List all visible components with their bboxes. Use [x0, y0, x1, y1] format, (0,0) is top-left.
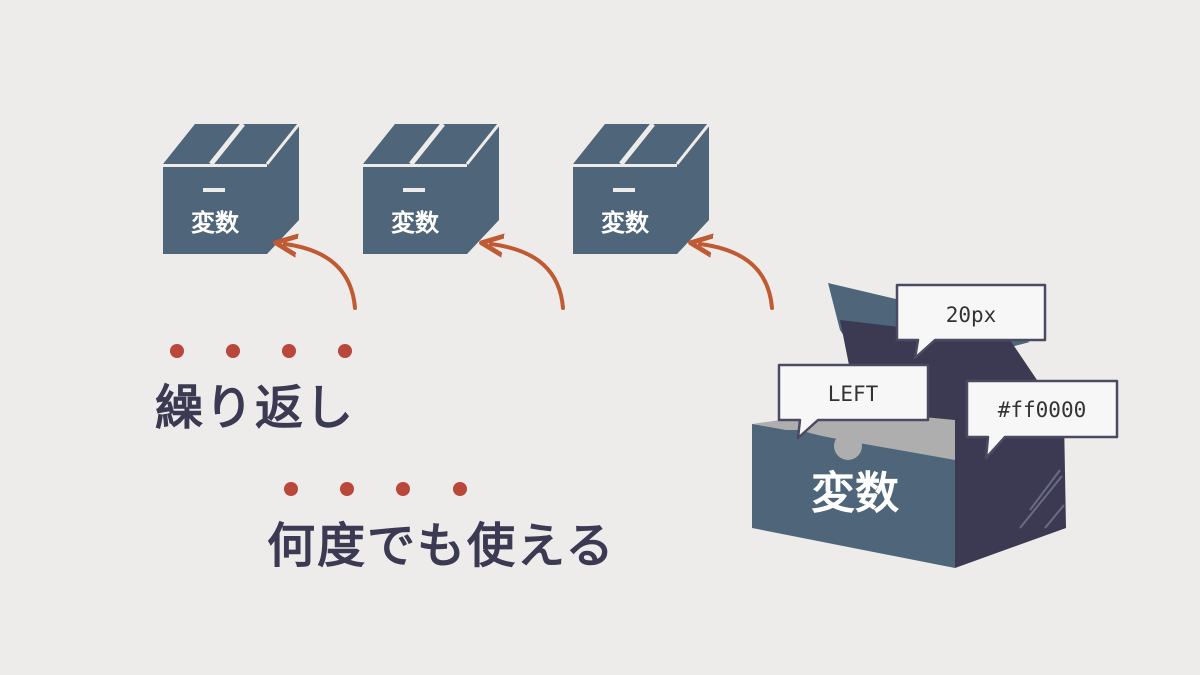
closed-box-2: 変数 — [363, 122, 501, 254]
closed-box-icon — [573, 122, 711, 254]
speech-tag-icon — [965, 379, 1119, 460]
box-label: 変数 — [191, 209, 240, 237]
speech-tag-color: #ff0000 — [965, 379, 1119, 460]
heading-repeat: 繰り返し — [155, 380, 356, 436]
box-label: 変数 — [601, 209, 650, 237]
curved-arrow-icon — [700, 244, 774, 310]
box-label: 変数 — [391, 209, 440, 237]
speech-tag-left: LEFT — [777, 363, 930, 440]
speech-tag-20px: 20px — [895, 283, 1047, 360]
open-box-label: 変数 — [811, 468, 899, 519]
speech-tag-icon — [777, 363, 930, 440]
emphasis-dots-repeat — [170, 344, 352, 358]
curved-arrow-icon — [491, 244, 565, 310]
curved-arrow-icon — [285, 244, 357, 310]
closed-box-icon — [363, 122, 501, 254]
tag-text: LEFT — [828, 382, 879, 406]
closed-box-3: 変数 — [573, 122, 711, 254]
speech-tag-icon — [895, 283, 1047, 360]
closed-box-1: 変数 — [163, 122, 301, 254]
heading-reuse: 何度でも使える — [267, 518, 616, 574]
emphasis-dots-reuse — [284, 482, 467, 496]
tag-text: #ff0000 — [998, 398, 1087, 422]
tag-text: 20px — [946, 303, 997, 327]
closed-box-icon — [163, 122, 301, 254]
